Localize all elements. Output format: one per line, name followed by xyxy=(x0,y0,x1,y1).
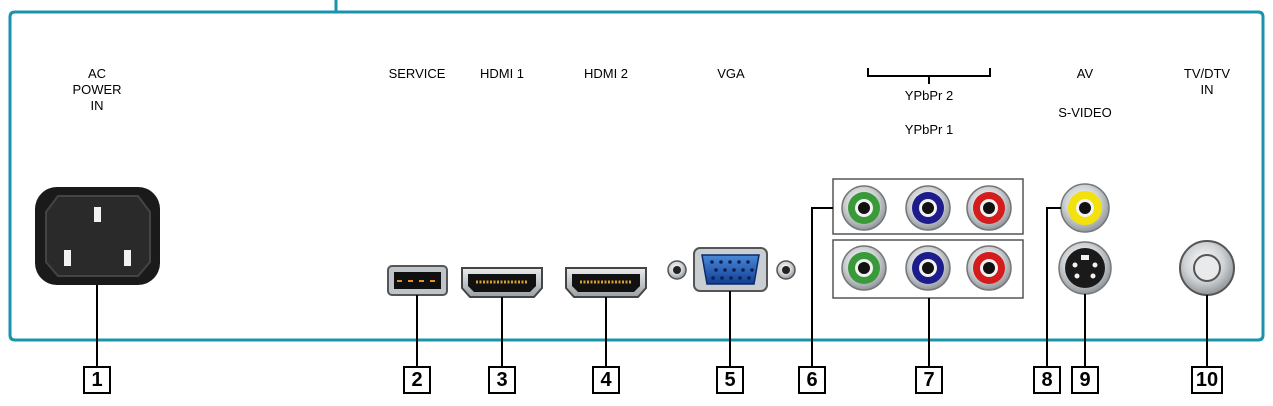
rca-jack-icon xyxy=(905,245,951,291)
callout-4: 4 xyxy=(592,366,620,394)
tv-dtv-in-label: TV/DTV IN xyxy=(1183,66,1231,97)
ypbpr2-label: YPbPr 2 xyxy=(904,88,954,103)
callout-8: 8 xyxy=(1033,366,1061,394)
s-video-label: S-VIDEO xyxy=(1058,105,1112,120)
ac-power-socket-icon xyxy=(35,187,160,285)
hdmi1-label: HDMI 1 xyxy=(479,66,525,81)
callout-9: 9 xyxy=(1071,366,1099,394)
s-video-jack-icon xyxy=(1058,241,1112,295)
vga-port-icon xyxy=(667,247,796,292)
callout-7: 7 xyxy=(915,366,943,394)
service-label: SERVICE xyxy=(388,66,446,81)
av-label: AV xyxy=(1076,66,1094,81)
callout-leaders xyxy=(96,207,1208,366)
rca-jack-icon xyxy=(966,185,1012,231)
ac-power-in-label: AC POWER IN xyxy=(72,66,122,113)
rca-jack-icon xyxy=(966,245,1012,291)
hdmi-port-icon xyxy=(461,267,543,298)
vga-label: VGA xyxy=(717,66,745,81)
callout-10: 10 xyxy=(1191,366,1223,394)
hdmi-port-icon xyxy=(565,267,647,298)
callout-2: 2 xyxy=(403,366,431,394)
ypbpr1-label: YPbPr 1 xyxy=(904,122,954,137)
panel-frame xyxy=(8,0,1265,342)
ypbpr2-bracket xyxy=(867,68,991,84)
rca-jack-icon xyxy=(1060,183,1110,233)
hdmi2-label: HDMI 2 xyxy=(583,66,629,81)
rca-jack-icon xyxy=(841,185,887,231)
callout-5: 5 xyxy=(716,366,744,394)
callout-6: 6 xyxy=(798,366,826,394)
callout-3: 3 xyxy=(488,366,516,394)
usb-port-icon xyxy=(387,265,448,296)
rca-jack-icon xyxy=(905,185,951,231)
coax-jack-icon xyxy=(1179,240,1235,296)
rca-jack-icon xyxy=(841,245,887,291)
callout-1: 1 xyxy=(83,366,111,394)
